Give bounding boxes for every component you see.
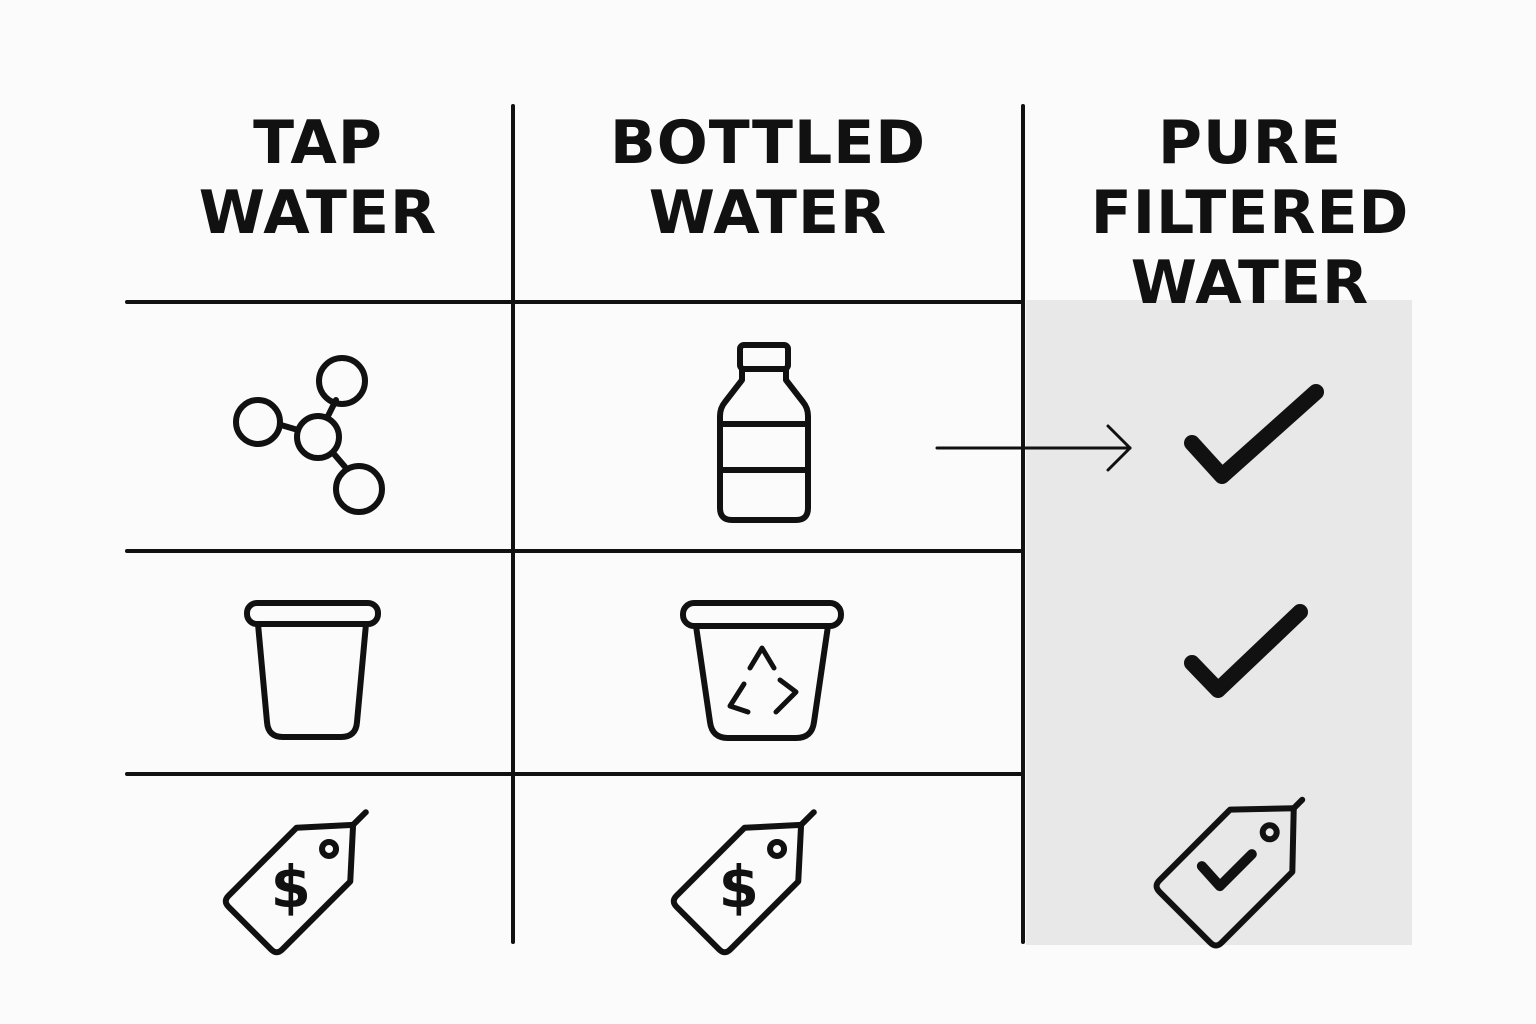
price-tag-dollar-icon: $ [222,809,369,956]
recycle-symbol-icon [727,645,799,715]
header-line: WATER [648,178,888,248]
checkmark-icon [1184,384,1324,484]
svg-text:$: $ [271,853,311,921]
price-tag-dollar-icon: $ [670,809,817,956]
column-header-tap-water: TAP WATER [168,108,468,248]
column-header-pure-filtered-water: PURE FILTERED WATER [1060,108,1440,318]
price-tag-check-icon [1153,796,1306,949]
water-bottle-icon [717,342,811,523]
cup-icon [244,600,381,740]
svg-text:$: $ [719,853,759,921]
header-line: BOTTLED [610,108,926,178]
header-line: PURE [1158,108,1342,178]
recycle-bin-icon [680,600,844,741]
pure-column-highlight [1026,300,1412,945]
column-header-bottled-water: BOTTLED WATER [568,108,968,248]
arrow-icon [935,424,1132,472]
molecule-icon [233,355,385,515]
table-grid [125,104,1025,944]
header-line: WATER [1130,248,1370,318]
header-line: FILTERED [1090,178,1410,248]
header-line: TAP [253,108,383,178]
header-line: WATER [198,178,438,248]
checkmark-icon [1184,604,1308,698]
